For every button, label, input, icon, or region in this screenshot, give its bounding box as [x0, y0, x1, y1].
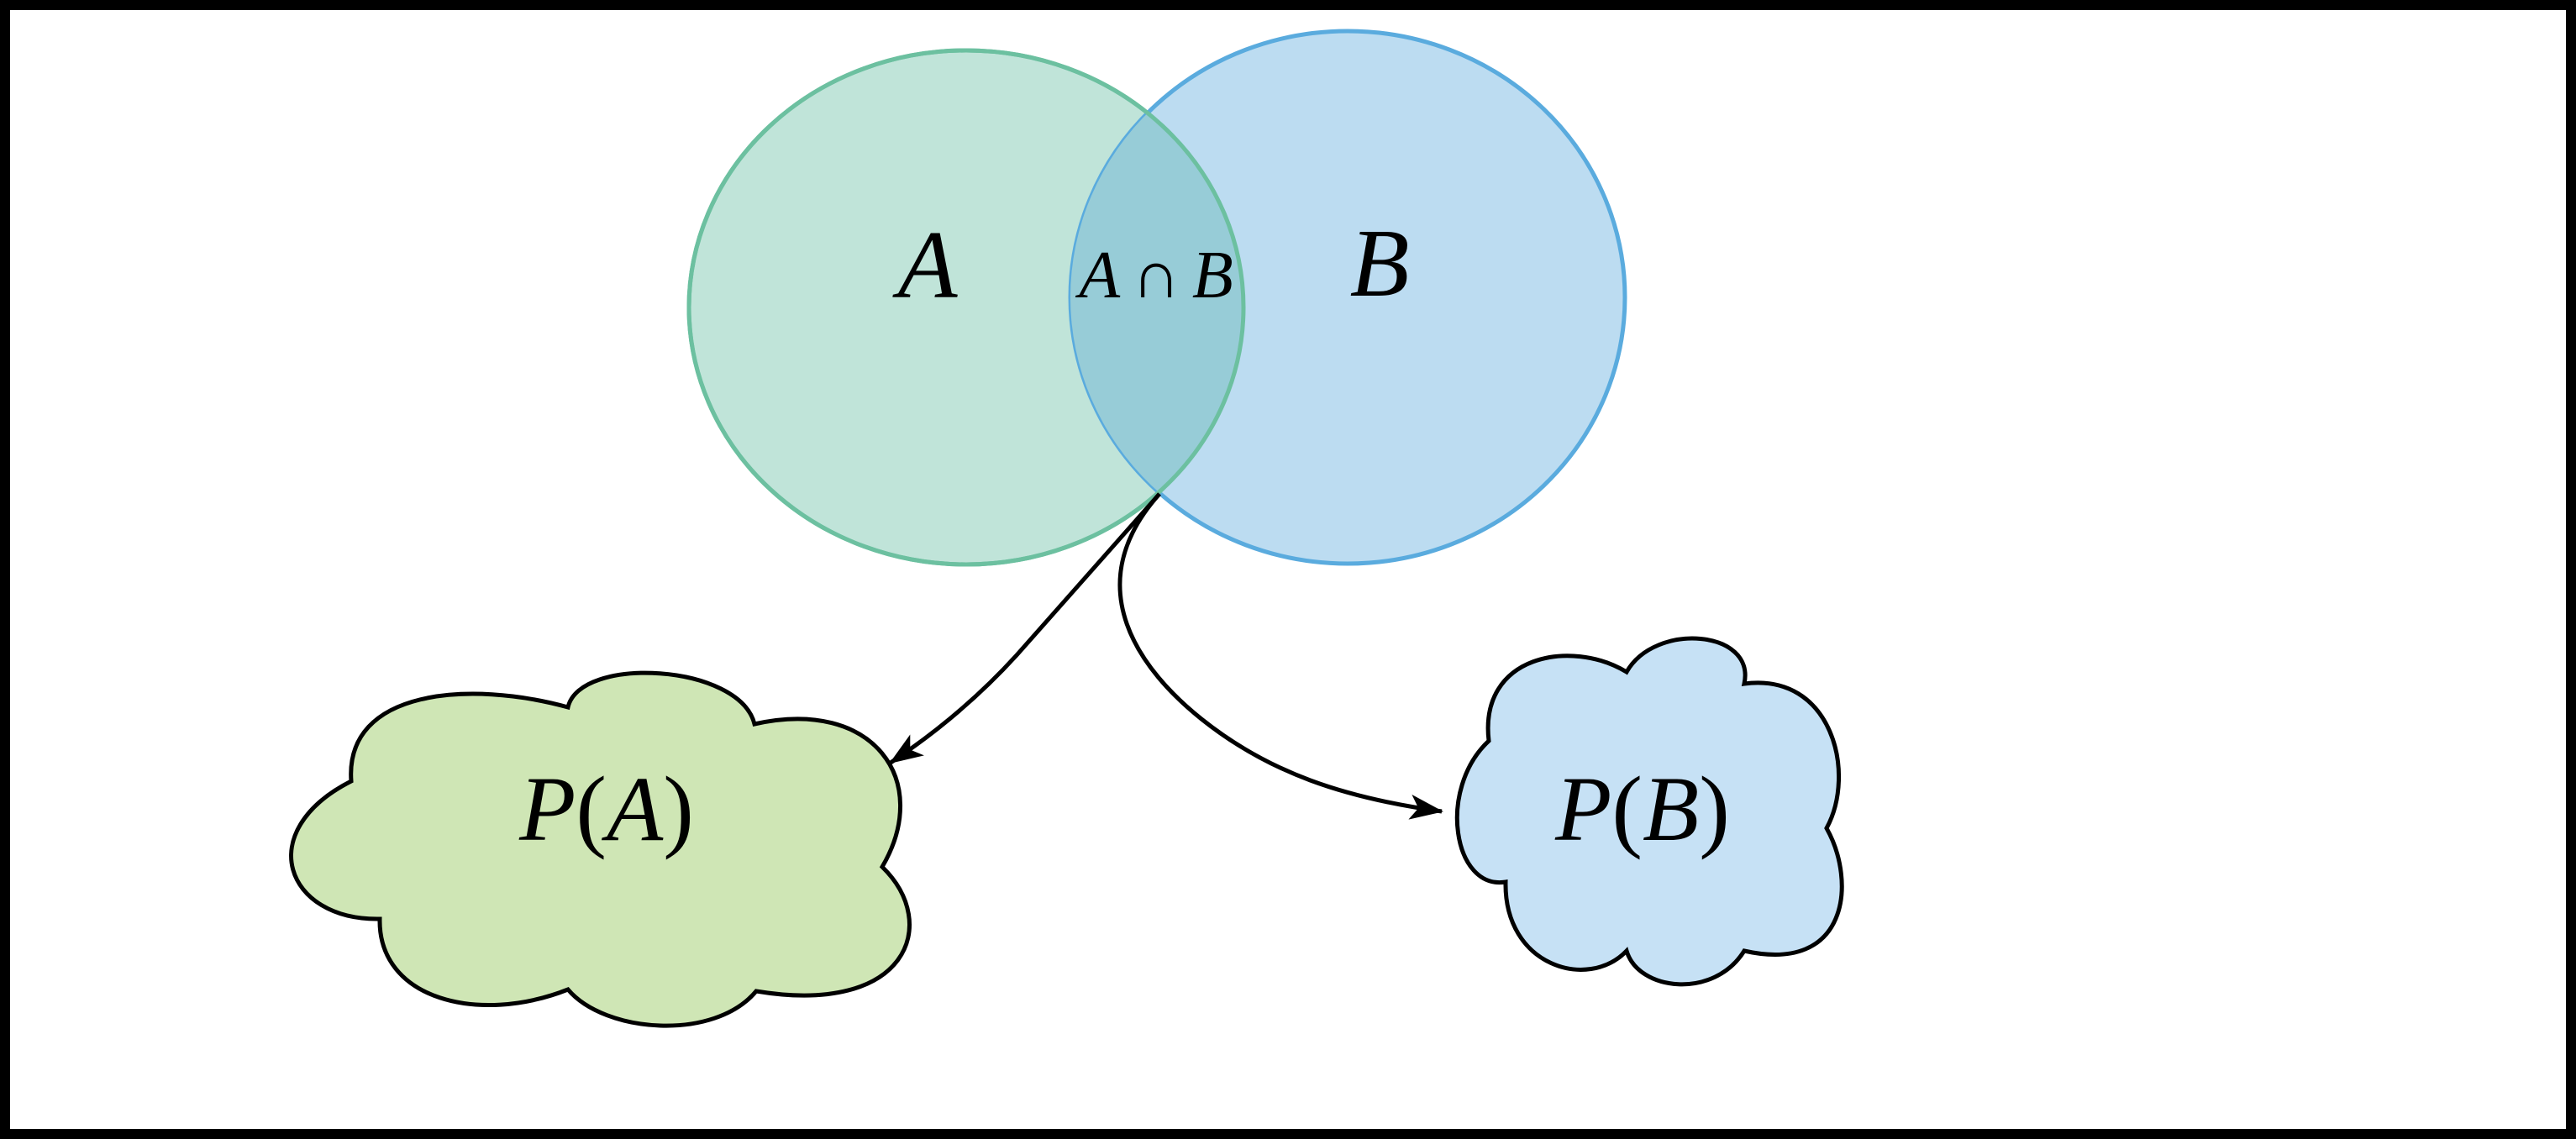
cloud-p-b-argument: B	[1643, 758, 1699, 860]
set-b-label: B	[1350, 210, 1410, 318]
arrow-to-p-a	[889, 492, 1161, 765]
cloud-p-b-open-paren: (	[1611, 758, 1643, 860]
set-a-outline-overlay	[686, 48, 1246, 567]
intersection-left-set: A	[1075, 239, 1121, 312]
cloud-p-a-argument: A	[601, 758, 664, 860]
cloud-p-a-shape	[289, 670, 912, 1028]
intersection-operator: ∩	[1132, 239, 1180, 312]
intersection-right-set: B	[1192, 239, 1233, 312]
cloud-p-b-close-paren: )	[1699, 758, 1730, 860]
arrow-to-p-b	[1117, 492, 1443, 820]
cloud-p-a-function: P	[518, 758, 576, 860]
cloud-p-b-label: P(B)	[1554, 758, 1730, 860]
intersection-label: A∩B	[1075, 239, 1233, 312]
cloud-p-a-open-paren: (	[576, 758, 607, 860]
cloud-p-b-shape	[1454, 636, 1844, 987]
cloud-p-b-function: P	[1554, 758, 1611, 860]
cloud-p-a-close-paren: )	[663, 758, 694, 860]
set-a-label: A	[892, 212, 959, 319]
cloud-p-a-label: P(A)	[518, 758, 694, 860]
